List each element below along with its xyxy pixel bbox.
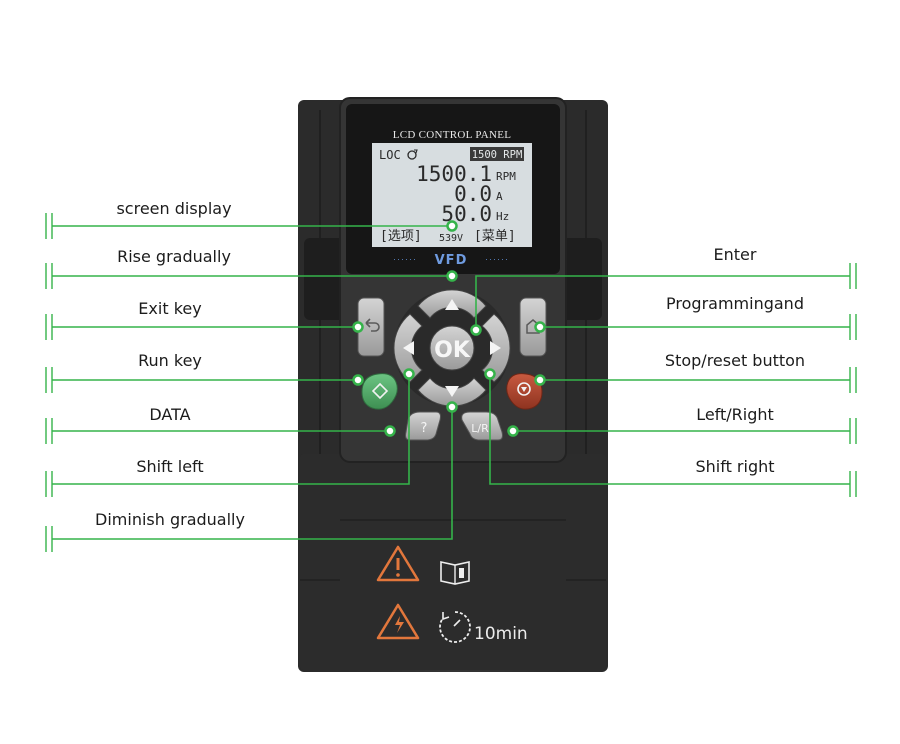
home-icon: [526, 319, 540, 334]
manual-book-icon: [440, 561, 470, 585]
navigation-pad: OK: [393, 289, 511, 407]
warning-labels: 10min: [376, 545, 528, 644]
lcd-unit-current: A: [496, 190, 503, 203]
callout-enter: Enter: [713, 245, 757, 264]
callout-rise-gradually: Rise gradually: [117, 247, 231, 266]
left-arrow-icon: [403, 341, 414, 355]
callout-data: DATA: [149, 405, 191, 424]
lcd-value-current: 0.0: [454, 182, 492, 206]
lcd-header: LCD CONTROL PANEL: [393, 129, 512, 141]
lcd-dc-bus: 539V: [439, 233, 463, 244]
stop-circle-icon: [517, 382, 531, 396]
callout-run-key: Run key: [138, 351, 202, 370]
countdown-timer-icon: [439, 611, 471, 643]
local-remote-key-label: L/R: [471, 422, 489, 435]
callout-anchor-dots: [352, 220, 546, 437]
callout-stop-reset: Stop/reset button: [664, 351, 806, 370]
svg-text:······: ······: [485, 254, 509, 264]
callout-left-right: Left/Right: [696, 405, 774, 424]
ok-key-label: OK: [434, 338, 471, 363]
callout-exit-key: Exit key: [138, 299, 202, 318]
brand-strip: ······ VFD ······: [393, 253, 509, 268]
programming-key[interactable]: [519, 297, 547, 357]
callout-lines: [52, 225, 850, 540]
brand-logo: VFD: [435, 253, 468, 268]
lcd-rotation-icon: [407, 149, 418, 160]
lcd-softkey-left: [选项]: [380, 229, 422, 244]
lcd-mode: LOC: [379, 148, 401, 162]
lcd-softkey-right: [菜单]: [474, 229, 516, 244]
data-key[interactable]: ?: [405, 411, 441, 441]
callout-shift-right: Shift right: [695, 457, 775, 476]
warning-triangle-icon: [376, 545, 420, 582]
right-arrow-icon: [490, 341, 501, 355]
run-diamond-icon: [371, 382, 389, 400]
callout-shift-left: Shift left: [136, 457, 204, 476]
lcd-setpoint: 1500 RPM: [472, 149, 523, 161]
back-arrow-icon: [365, 318, 380, 332]
callout-programming: Programmingand: [666, 294, 804, 313]
data-key-label: ?: [421, 421, 428, 436]
callout-diminish-gradually: Diminish gradually: [95, 510, 245, 529]
lcd-unit-frequency: Hz: [496, 210, 509, 223]
callout-end-ticks: [45, 213, 857, 552]
local-remote-key[interactable]: L/R: [461, 411, 503, 441]
up-arrow-icon: [445, 299, 459, 310]
stop-reset-key[interactable]: [506, 373, 543, 410]
lcd-value-speed: 1500.1: [416, 162, 492, 186]
callout-screen-display: screen display: [116, 199, 232, 218]
run-key[interactable]: [361, 373, 398, 410]
countdown-label: 10min: [474, 624, 528, 644]
lcd-unit-speed: RPM: [496, 170, 516, 183]
down-arrow-icon: [445, 386, 459, 397]
electric-shock-icon: [376, 603, 420, 640]
svg-text:······: ······: [393, 254, 417, 264]
ok-key[interactable]: [429, 325, 475, 371]
